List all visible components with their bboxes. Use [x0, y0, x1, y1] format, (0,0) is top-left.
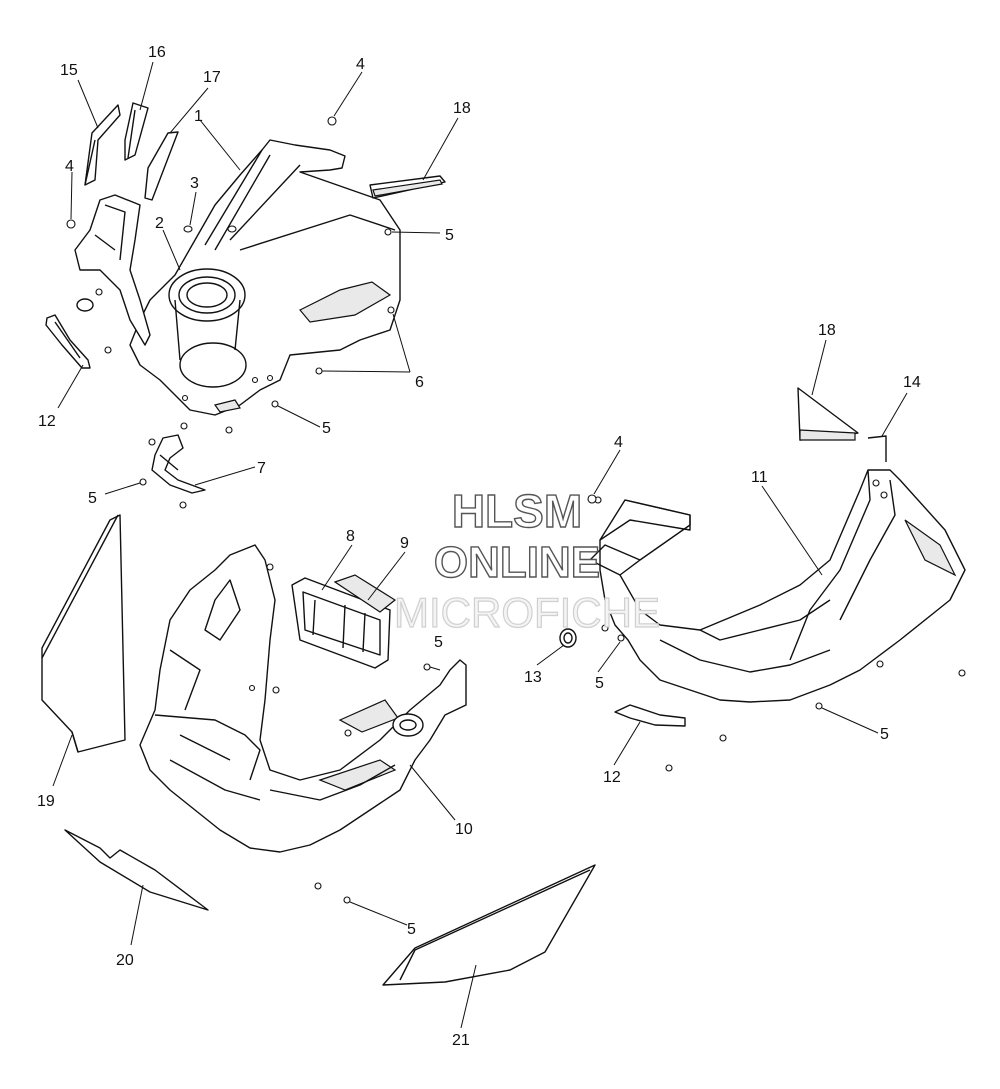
- part-12-bracket-lower: [614, 704, 686, 727]
- callout-18-right: 18: [818, 322, 836, 339]
- callout-labels: 1 2 3 4 4 4 5 5 5 5 5 5 5 6 7 8 9 10 11 …: [37, 44, 921, 1049]
- fasteners: [66, 116, 966, 904]
- callout-17: 17: [203, 69, 221, 86]
- part-10-lower-nose: [139, 544, 467, 853]
- part-18-decal-upper: [369, 175, 446, 199]
- callout-12-right: 12: [603, 769, 621, 786]
- part-21-decal: [382, 864, 596, 986]
- callout-3: 3: [190, 175, 199, 192]
- part-19-decal: [41, 514, 126, 753]
- part-12-bracket-upper: [45, 314, 91, 369]
- watermark-line-1: HLSM: [452, 485, 582, 537]
- callout-14: 14: [903, 374, 921, 391]
- part-3-washer: [183, 225, 237, 233]
- callout-9: 9: [400, 535, 409, 552]
- callout-5-f: 5: [880, 726, 889, 743]
- callout-1: 1: [194, 108, 203, 125]
- part-13-grommet: [559, 628, 577, 648]
- callout-13: 13: [524, 669, 542, 686]
- part-11-belly-pan: [589, 469, 966, 703]
- part-17-decal: [144, 131, 179, 201]
- callout-11: 11: [751, 469, 768, 486]
- callout-10: 10: [455, 821, 473, 838]
- watermark-line-2: ONLINE: [434, 538, 600, 587]
- callout-6: 6: [415, 374, 424, 391]
- part-8-grille: [291, 577, 391, 669]
- callout-4-upper: 4: [356, 56, 365, 73]
- callout-5-a: 5: [445, 227, 454, 244]
- callout-5-g: 5: [407, 921, 416, 938]
- part-7-bracket: [151, 434, 206, 494]
- callout-16: 16: [148, 44, 166, 61]
- part-1-nose-panel: [129, 139, 401, 416]
- part-15-decal: [84, 104, 121, 186]
- leader-lines: [52, 61, 908, 1029]
- part-14-pin: [867, 435, 887, 462]
- callout-5-c: 5: [88, 490, 97, 507]
- callout-20: 20: [116, 952, 134, 969]
- watermark-line-3: MICROFICHE: [394, 589, 660, 636]
- callout-5-d: 5: [434, 634, 443, 651]
- callout-4-right: 4: [614, 434, 623, 451]
- callout-12-left: 12: [38, 413, 56, 430]
- watermark: HLSM ONLINE MICROFICHE: [393, 484, 660, 636]
- part-16-decal: [124, 102, 149, 161]
- part-18-decal-right: [797, 387, 859, 441]
- callout-4-left: 4: [65, 158, 74, 175]
- callout-15: 15: [60, 62, 78, 79]
- callout-2: 2: [155, 215, 164, 232]
- part-left-duct: [74, 194, 151, 354]
- part-9-screen: [333, 574, 397, 613]
- callout-18-upper: 18: [453, 100, 471, 117]
- callout-5-e: 5: [595, 675, 604, 692]
- callout-21: 21: [452, 1032, 470, 1049]
- part-20-decal: [64, 829, 209, 911]
- callout-8: 8: [346, 528, 355, 545]
- callout-19: 19: [37, 793, 55, 810]
- callout-7: 7: [257, 460, 266, 477]
- callout-5-b: 5: [322, 420, 331, 437]
